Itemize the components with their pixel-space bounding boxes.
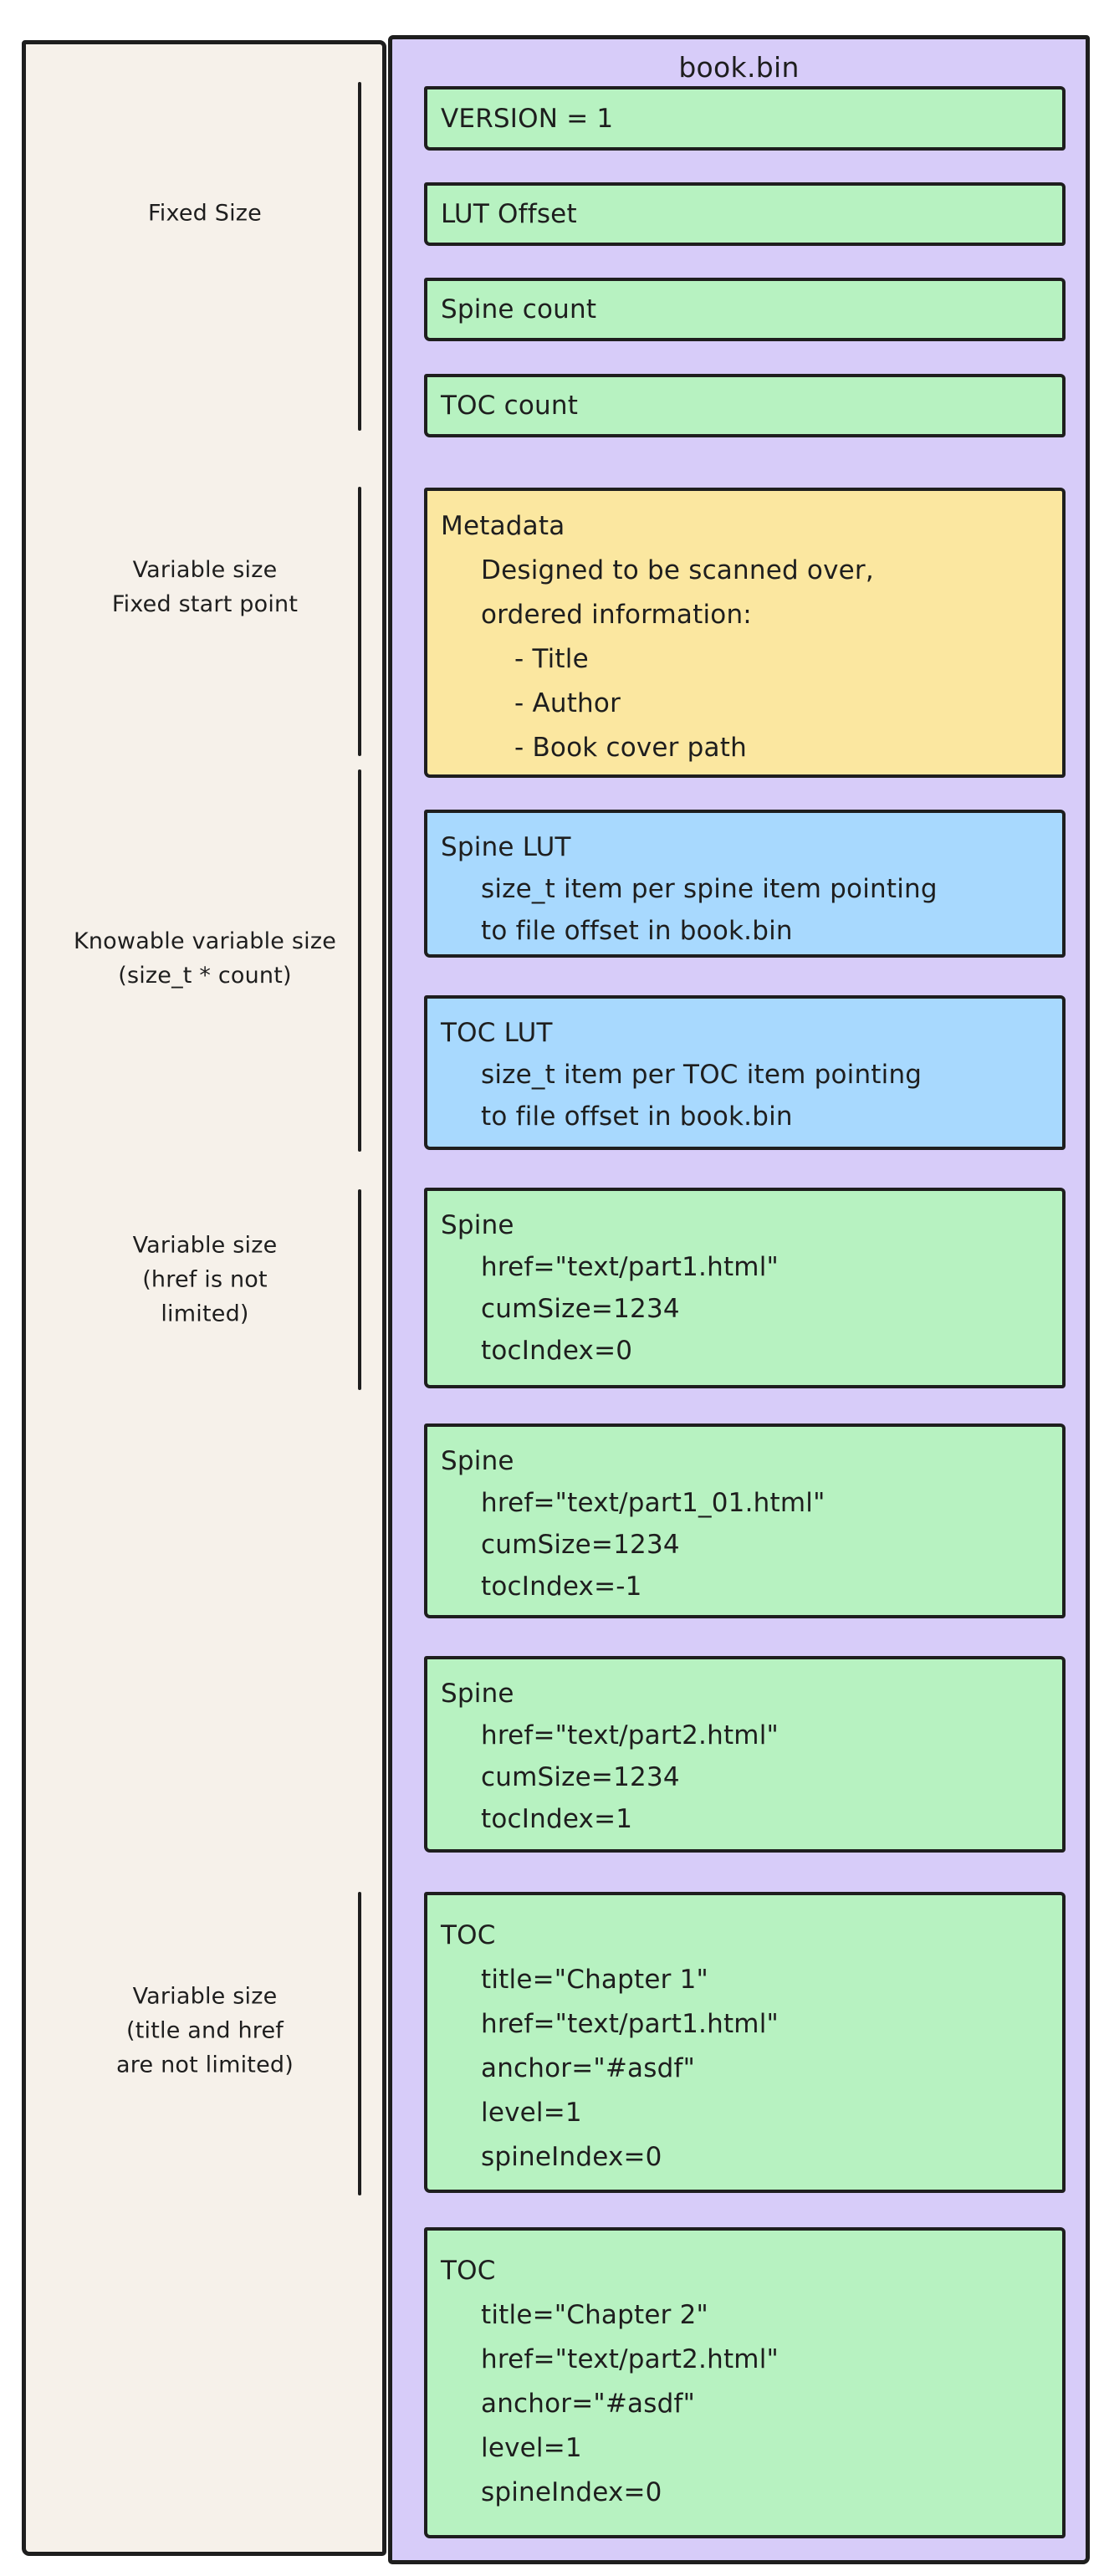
block-line: spineIndex=0 bbox=[481, 2477, 662, 2507]
label-knowable-variable-size: Knowable variable size (size_t * count) bbox=[54, 924, 355, 993]
block-toc-1: TOC title="Chapter 1" href="text/part1.h… bbox=[424, 1892, 1066, 2193]
block-line: href="text/part1_01.html" bbox=[481, 1488, 825, 1518]
annotation-line: (size_t * count) bbox=[118, 963, 292, 989]
label-variable-size-title-href: Variable size (title and href are not li… bbox=[54, 1980, 355, 2083]
block-line: Spine LUT bbox=[441, 832, 571, 862]
block-spine-2: Spine href="text/part1_01.html" cumSize=… bbox=[424, 1423, 1066, 1618]
block-toc-lut: TOC LUT size_t item per TOC item pointin… bbox=[424, 995, 1066, 1150]
bracket-variable-size-href bbox=[358, 1189, 361, 1390]
block-line: Metadata bbox=[441, 511, 565, 541]
block-line: cumSize=1234 bbox=[481, 1294, 680, 1324]
block-metadata: Metadata Designed to be scanned over, or… bbox=[424, 488, 1066, 778]
annotation-line: Variable size bbox=[132, 557, 278, 583]
block-line: ordered information: bbox=[481, 600, 752, 630]
bracket-variable-size-title-href bbox=[358, 1892, 361, 2195]
block-line: tocIndex=0 bbox=[481, 1336, 633, 1366]
block-line: Designed to be scanned over, bbox=[481, 555, 874, 585]
block-line: Spine bbox=[441, 1446, 514, 1476]
block-line: Spine count bbox=[441, 294, 597, 325]
block-line: TOC bbox=[441, 1920, 496, 1950]
label-variable-size-href: Variable size (href is not limited) bbox=[54, 1229, 355, 1331]
annotation-panel: Fixed Size Variable size Fixed start poi… bbox=[22, 40, 386, 2556]
block-line: cumSize=1234 bbox=[481, 1530, 680, 1560]
bracket-variable-size-fixed-start bbox=[358, 487, 361, 756]
block-toc-2: TOC title="Chapter 2" href="text/part2.h… bbox=[424, 2227, 1066, 2538]
block-line: TOC bbox=[441, 2256, 496, 2286]
block-line: href="text/part2.html" bbox=[481, 2344, 779, 2374]
block-line: spineIndex=0 bbox=[481, 2142, 662, 2172]
block-line: LUT Offset bbox=[441, 199, 577, 229]
label-fixed-size: Fixed Size bbox=[54, 197, 355, 231]
block-spine-lut: Spine LUT size_t item per spine item poi… bbox=[424, 810, 1066, 958]
block-line: to file offset in book.bin bbox=[481, 916, 793, 946]
annotation-line: Fixed Size bbox=[148, 200, 262, 227]
bracket-knowable-variable-size bbox=[358, 769, 361, 1152]
block-line: cumSize=1234 bbox=[481, 1762, 680, 1792]
block-toc-count: TOC count bbox=[424, 374, 1066, 437]
block-line: level=1 bbox=[481, 2433, 582, 2463]
annotation-line: Variable size bbox=[132, 1232, 278, 1259]
block-line: TOC LUT bbox=[441, 1018, 553, 1048]
block-line: title="Chapter 1" bbox=[481, 1965, 709, 1995]
block-line: - Book cover path bbox=[514, 733, 747, 763]
block-line: anchor="#asdf" bbox=[481, 2053, 696, 2083]
annotation-line: are not limited) bbox=[116, 2052, 294, 2078]
annotation-line: Fixed start point bbox=[111, 591, 299, 617]
block-line: href="text/part1.html" bbox=[481, 1252, 779, 1282]
block-line: size_t item per TOC item pointing bbox=[481, 1060, 923, 1090]
book-bin-file-container: book.bin VERSION = 1 LUT Offset Spine co… bbox=[388, 35, 1090, 2564]
block-line: - Author bbox=[514, 688, 621, 718]
annotation-line: (title and href bbox=[125, 2017, 284, 2044]
block-line: tocIndex=-1 bbox=[481, 1572, 642, 1602]
block-spine-3: Spine href="text/part2.html" cumSize=123… bbox=[424, 1656, 1066, 1853]
block-line: title="Chapter 2" bbox=[481, 2300, 709, 2330]
annotation-line: limited) bbox=[161, 1301, 249, 1327]
annotation-line: Variable size bbox=[132, 1983, 278, 2010]
label-variable-size-fixed-start: Variable size Fixed start point bbox=[54, 553, 355, 621]
block-line: level=1 bbox=[481, 2098, 582, 2128]
block-line: to file offset in book.bin bbox=[481, 1101, 793, 1132]
block-spine-count: Spine count bbox=[424, 278, 1066, 341]
block-spine-1: Spine href="text/part1.html" cumSize=123… bbox=[424, 1188, 1066, 1388]
bracket-fixed-size bbox=[358, 82, 361, 431]
block-line: tocIndex=1 bbox=[481, 1804, 633, 1834]
block-line: href="text/part2.html" bbox=[481, 1720, 779, 1751]
block-line: TOC count bbox=[441, 391, 579, 421]
block-line: Spine bbox=[441, 1679, 514, 1709]
file-title: book.bin bbox=[678, 51, 800, 84]
block-line: anchor="#asdf" bbox=[481, 2389, 696, 2419]
block-line: href="text/part1.html" bbox=[481, 2009, 779, 2039]
block-lut-offset: LUT Offset bbox=[424, 182, 1066, 246]
block-version: VERSION = 1 bbox=[424, 86, 1066, 151]
block-line: - Title bbox=[514, 644, 589, 674]
annotation-line: (href is not bbox=[142, 1266, 268, 1293]
block-line: Spine bbox=[441, 1210, 514, 1240]
block-line: VERSION = 1 bbox=[441, 103, 614, 134]
block-line: size_t item per spine item pointing bbox=[481, 874, 938, 904]
annotation-line: Knowable variable size bbox=[73, 928, 337, 954]
